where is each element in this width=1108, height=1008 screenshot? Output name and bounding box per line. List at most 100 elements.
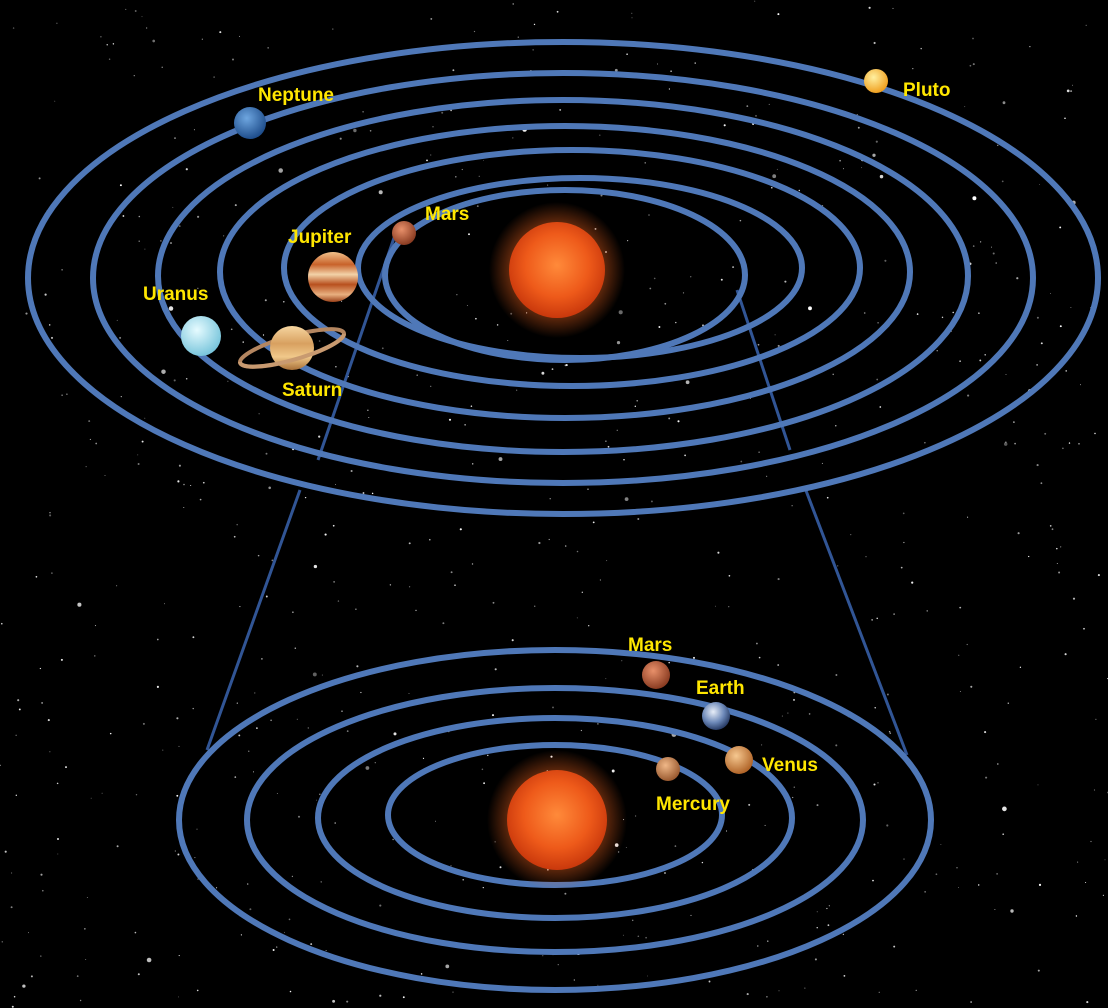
star (635, 815, 637, 817)
star (816, 804, 819, 807)
star (1072, 597, 1076, 600)
star (879, 174, 884, 179)
star (350, 469, 353, 473)
star (320, 881, 322, 883)
star (626, 53, 628, 56)
star (920, 47, 922, 50)
star (367, 409, 369, 411)
star (865, 556, 867, 558)
star (997, 144, 999, 146)
star (958, 654, 960, 656)
star (970, 685, 973, 688)
star (690, 276, 692, 278)
star (496, 324, 499, 326)
star (142, 722, 145, 725)
star (267, 47, 269, 49)
star (717, 551, 720, 554)
star (682, 292, 685, 294)
star (146, 957, 152, 963)
star (798, 189, 801, 192)
star (958, 886, 959, 888)
star (1086, 1001, 1089, 1004)
star (475, 317, 477, 320)
star (876, 617, 878, 620)
star (808, 713, 811, 715)
star (816, 927, 818, 929)
star (450, 865, 452, 867)
star (977, 884, 980, 886)
orbit-outer-8 (90, 70, 1036, 486)
star (507, 339, 509, 341)
star (77, 602, 82, 607)
star (332, 999, 336, 1003)
star (341, 710, 343, 712)
star (990, 246, 993, 248)
star (152, 39, 156, 43)
star (828, 905, 830, 907)
label-neptune: Neptune (258, 85, 334, 106)
star (1062, 447, 1064, 450)
star (1071, 84, 1074, 86)
star (1038, 883, 1042, 886)
star (774, 334, 776, 336)
star (911, 581, 914, 584)
star (1064, 653, 1067, 656)
star (50, 336, 54, 339)
star (614, 68, 618, 72)
star (915, 989, 917, 992)
star (761, 744, 763, 746)
star (1040, 342, 1043, 345)
star (84, 928, 86, 930)
star (355, 608, 357, 610)
star (972, 63, 975, 66)
star (430, 17, 433, 20)
star (616, 340, 621, 345)
star (94, 655, 96, 657)
star (1017, 532, 1020, 535)
star (464, 424, 466, 426)
star (116, 845, 119, 848)
star (379, 994, 382, 997)
star (441, 111, 444, 114)
star (1075, 915, 1078, 917)
star (842, 933, 845, 936)
star (116, 319, 118, 321)
star (54, 100, 56, 102)
star (426, 159, 428, 162)
star (892, 7, 894, 9)
star (183, 507, 185, 509)
star (283, 931, 286, 933)
star (11, 1005, 14, 1008)
star (1068, 442, 1071, 444)
star (1090, 840, 1092, 843)
star (56, 782, 59, 785)
star (408, 542, 411, 545)
star (984, 354, 986, 356)
star (227, 380, 229, 382)
star (1078, 443, 1080, 445)
star (156, 638, 159, 641)
star (60, 658, 63, 661)
star (631, 12, 633, 14)
star (104, 475, 106, 476)
star (65, 766, 67, 769)
star (631, 17, 633, 19)
star (499, 866, 502, 869)
star (979, 359, 982, 362)
star (822, 205, 824, 207)
star (668, 661, 670, 664)
star (459, 528, 462, 531)
star (374, 762, 376, 764)
star (292, 611, 294, 614)
venus-planet (725, 746, 753, 774)
star (732, 266, 735, 269)
jupiter-planet (308, 252, 358, 302)
star (232, 58, 234, 61)
star (197, 878, 199, 880)
star (1080, 384, 1081, 386)
star (369, 129, 372, 132)
star (766, 475, 768, 477)
star (185, 168, 188, 171)
